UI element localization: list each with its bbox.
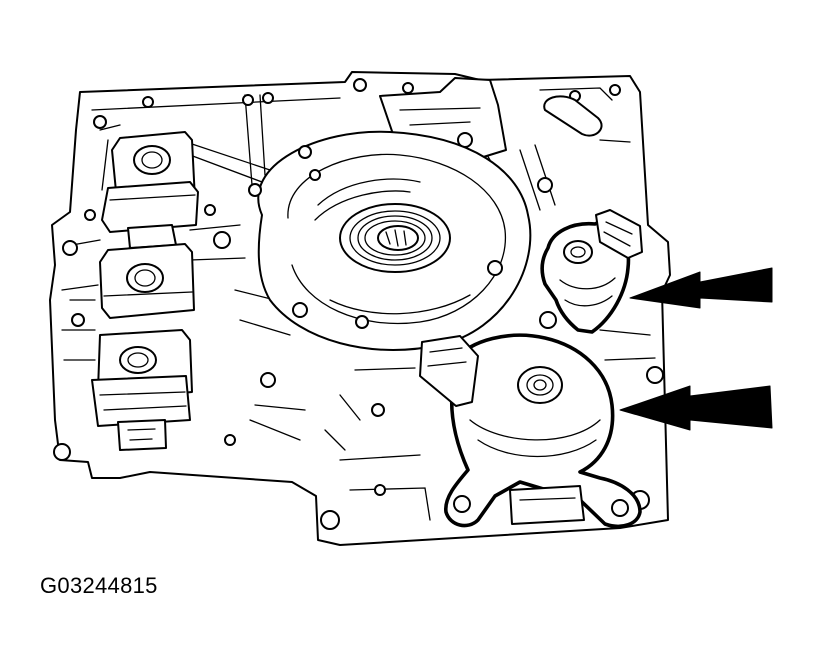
lower-solenoid bbox=[419, 333, 642, 529]
oval-slot bbox=[543, 95, 603, 137]
upper-solenoid bbox=[539, 209, 643, 334]
center-bearing bbox=[339, 203, 451, 273]
lower-solenoid-arrow bbox=[619, 385, 773, 431]
figure-id-label: G03244815 bbox=[40, 573, 158, 598]
left-solenoid-stack bbox=[91, 131, 199, 451]
upper-solenoid-arrow bbox=[629, 267, 773, 309]
